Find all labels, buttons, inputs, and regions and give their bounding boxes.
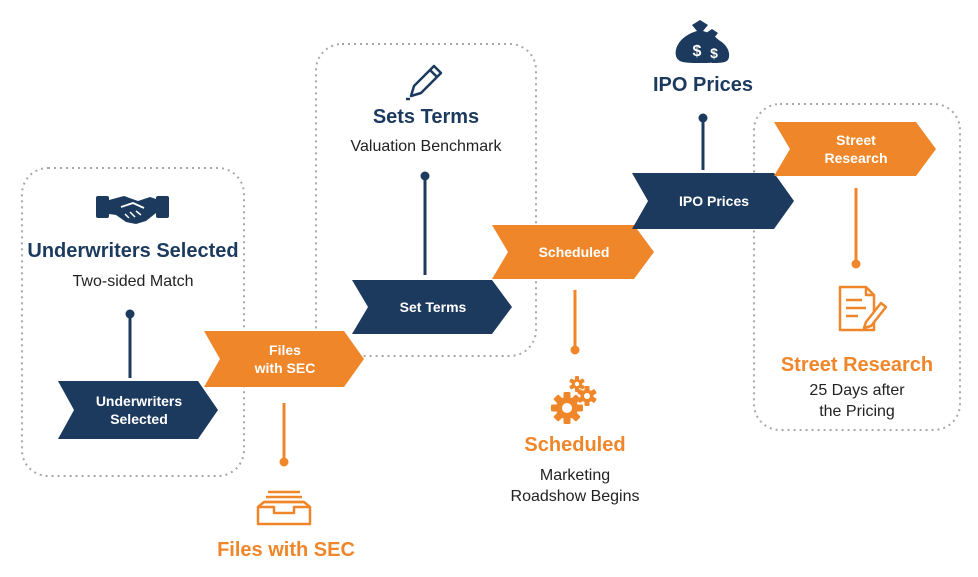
step-description-set-terms: Valuation Benchmark (350, 138, 502, 155)
money-bags-icon: $ $ (675, 20, 730, 63)
step-description-underwriters-selected: Two-sided Match (72, 273, 194, 290)
step-title-set-terms: Sets Terms (372, 106, 480, 128)
arrow-label-scheduled: Scheduled (538, 244, 610, 260)
connector-files-sec (279, 403, 289, 467)
arrow-label-street-research: Street Research (824, 132, 888, 166)
svg-text:$: $ (710, 45, 718, 61)
step-title-underwriters-selected: Underwriters Selected (27, 240, 239, 262)
arrow-underwriters-selected (58, 381, 218, 439)
connector-street-research (851, 188, 861, 269)
group-box-underwriters (21, 167, 245, 477)
arrow-ipo-prices (632, 173, 794, 229)
connector-underwriters (125, 309, 135, 378)
arrow-street-research (774, 122, 936, 176)
handshake-icon (96, 196, 169, 224)
step-title-street-research: Street Research (780, 354, 934, 376)
arrow-set-terms (352, 280, 512, 334)
group-box-street-research (753, 103, 961, 431)
svg-text:$: $ (693, 43, 702, 60)
step-title-ipo-prices: IPO Prices (652, 74, 754, 96)
arrow-files-with-sec (204, 331, 364, 387)
document-edit-icon (838, 285, 888, 332)
gears-icon (551, 376, 597, 424)
connector-set-terms (420, 171, 430, 275)
pencil-icon (406, 64, 443, 101)
arrow-label-ipo-prices: IPO Prices (678, 193, 750, 209)
step-title-files-with-sec: Files with SEC (217, 539, 355, 561)
arrow-label-set-terms: Set Terms (399, 299, 467, 315)
arrow-label-files-with-sec: Files with SEC (254, 342, 316, 376)
group-box-set-terms (315, 43, 537, 357)
connector-scheduled (570, 290, 580, 355)
step-description-street-research: 25 Days after the Pricing (809, 382, 905, 420)
file-tray-icon (256, 490, 312, 526)
arrow-scheduled (492, 225, 654, 279)
arrow-label-underwriters-selected: Underwriters Selected (95, 393, 183, 427)
connector-ipo-prices (698, 113, 708, 170)
step-title-scheduled: Scheduled (524, 434, 626, 456)
step-description-scheduled: Marketing Roadshow Begins (510, 467, 640, 505)
